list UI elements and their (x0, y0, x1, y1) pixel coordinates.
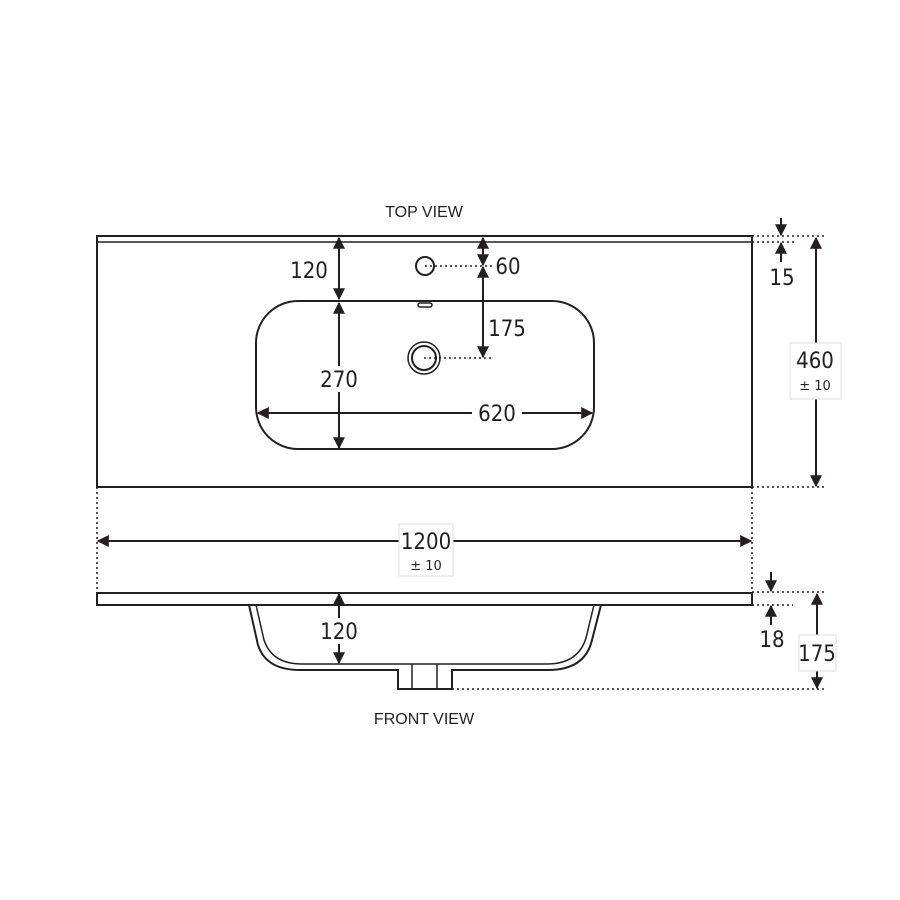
front-view-title: FRONT VIEW (374, 711, 475, 728)
dim-bowl-width: 620 (478, 402, 516, 427)
countertop-outline (96, 235, 753, 488)
dim-bowl-offset: 120 (290, 259, 328, 284)
dim-waste-offset: 175 (488, 317, 526, 342)
dim-bowl-depth: 270 (320, 368, 358, 393)
slab-outline (96, 592, 753, 606)
dim-overall-depth: 460 (796, 349, 834, 374)
dim-bowl-height: 120 (320, 620, 358, 645)
dim-slab-thickness: 18 (759, 628, 784, 653)
dim-overall-depth-tolerance: ± 10 (799, 379, 831, 394)
dim-total-height: 175 (798, 642, 836, 667)
basin-outline (255, 300, 595, 450)
top-view-title: TOP VIEW (385, 204, 464, 221)
front-view: 120 18 175 (96, 572, 837, 690)
top-view: 120 270 60 175 620 15 460 ± 10 1200 ± 10 (96, 218, 842, 592)
tap-hole-icon (415, 256, 435, 276)
dim-edge-lip: 15 (769, 266, 794, 291)
dim-taphole-offset: 60 (495, 255, 520, 280)
dim-overall-width-tolerance: ± 10 (410, 559, 442, 574)
basin-profile (248, 604, 602, 690)
dim-overall-width: 1200 (401, 530, 451, 555)
overflow-slot (417, 302, 433, 308)
